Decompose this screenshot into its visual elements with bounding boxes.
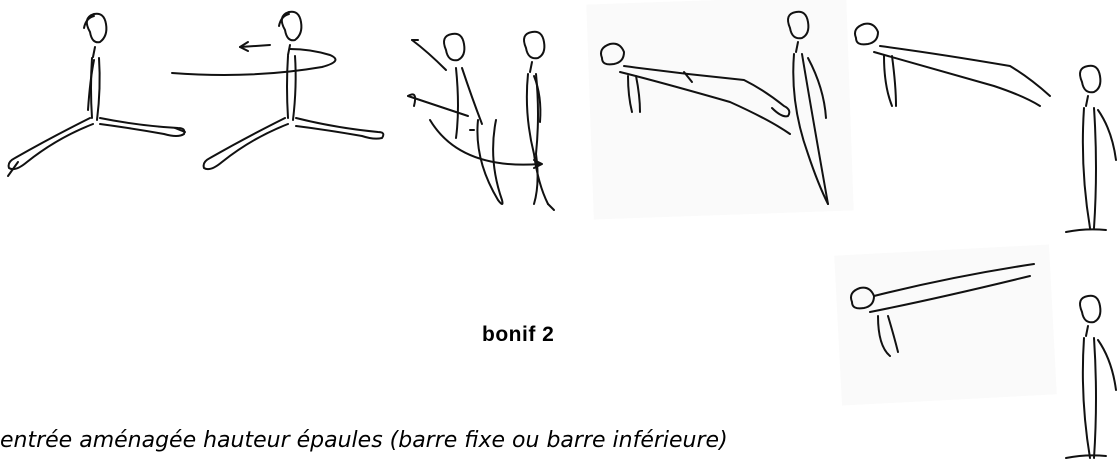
- standing-figure-icon: [524, 32, 554, 210]
- bonus-label: bonif 2: [482, 323, 554, 347]
- standing-figure-icon: [1066, 66, 1116, 232]
- standing-figure-icon: [1066, 296, 1116, 458]
- plank-figure-icon: [851, 264, 1034, 356]
- straddle-sit-figure-icon: [8, 14, 185, 176]
- lunge-kick-figure-icon: [408, 34, 542, 204]
- standing-figure-icon: [788, 12, 828, 204]
- plank-figure-icon: [601, 44, 790, 134]
- plank-figure-icon: [855, 24, 1050, 106]
- straddle-turn-figure-icon: [172, 12, 383, 169]
- exercise-caption: entrée aménagée hauteur épaules (barre f…: [0, 428, 728, 453]
